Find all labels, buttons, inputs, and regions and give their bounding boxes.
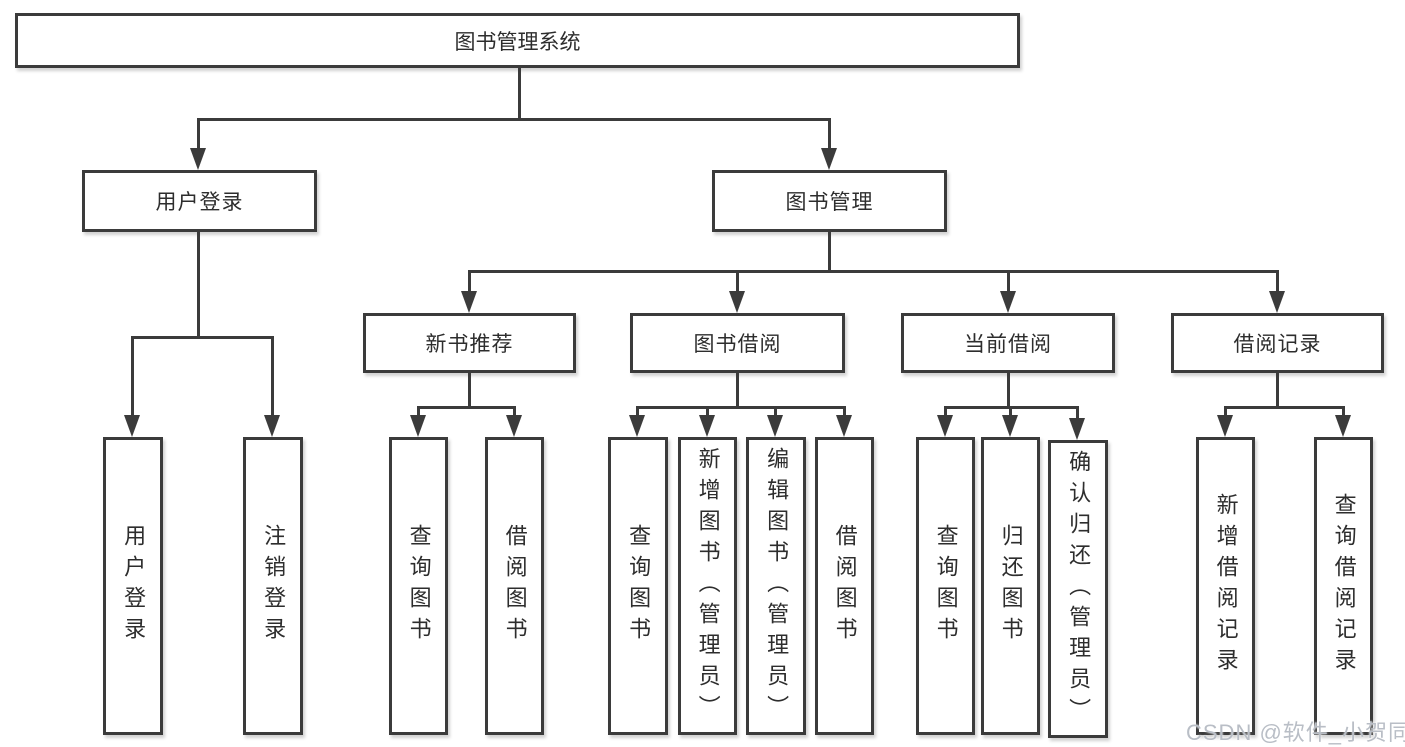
arrowhead-down [821,148,837,170]
node-label: 查询借阅记录 [1331,493,1357,679]
node-current-borrowing: 当前借阅 [901,313,1115,373]
node-label: 查询图书 [406,524,432,648]
leaf-add-book-admin: 新增图书（管理员） [678,437,737,735]
connector-line [197,232,200,336]
node-user-login: 用户登录 [82,170,317,232]
leaf-borrow-books-recommend: 借阅图书 [485,437,544,735]
connector-line [468,373,471,409]
connector-line [828,118,831,150]
connector-line [518,68,521,120]
arrowhead-down [1002,415,1018,437]
arrowhead-down [836,415,852,437]
connector-line [417,406,420,418]
leaf-edit-book-admin: 编辑图书（管理员） [746,437,806,735]
node-book-borrowing: 图书借阅 [630,313,845,373]
node-label: 编辑图书（管理员） [764,446,790,726]
connector-line [636,406,846,409]
arrowhead-down [1069,418,1085,440]
csdn-watermark: CSDN @软件_小贺同学 [1186,720,1405,745]
connector-line [1007,373,1010,409]
node-label: 图书管理 [785,191,874,214]
arrowhead-down [729,291,745,313]
connector-line [197,118,200,150]
leaf-query-books-recommend: 查询图书 [389,437,448,735]
node-new-book-recommendation: 新书推荐 [363,313,576,373]
arrowhead-down [1335,415,1351,437]
node-book-management: 图书管理 [712,170,947,232]
node-label: 新增图书（管理员） [695,446,721,726]
arrowhead-down [506,415,522,437]
connector-line [468,270,471,293]
node-label: 注销登录 [261,524,287,648]
node-label: 图书借阅 [693,333,782,356]
connector-line [1007,270,1010,293]
leaf-query-borrow-record: 查询借阅记录 [1314,437,1373,735]
node-label: 查询图书 [626,524,652,648]
node-label: 借阅图书 [832,524,858,648]
node-label: 查询图书 [933,524,959,648]
connector-line [774,406,777,418]
arrowhead-down [264,415,280,437]
connector-line [131,336,274,339]
node-label: 借阅记录 [1233,333,1322,356]
connector-line [131,336,134,416]
node-label: 新书推荐 [425,333,514,356]
node-label: 新增借阅记录 [1213,493,1239,679]
arrowhead-down [629,415,645,437]
arrowhead-down [1269,291,1285,313]
connector-line [944,406,947,418]
arrowhead-down [1217,415,1233,437]
arrowhead-down [1000,291,1016,313]
node-label: 确认归还（管理员） [1066,449,1092,729]
connector-line [843,406,846,418]
connector-line [706,406,709,418]
connector-line [736,373,739,409]
connector-line [513,406,516,418]
connector-line [417,406,516,409]
node-label: 用户登录 [155,191,244,214]
node-label: 图书管理系统 [454,30,581,54]
leaf-logout: 注销登录 [243,437,303,735]
leaf-confirm-return-admin: 确认归还（管理员） [1048,440,1108,738]
leaf-query-books-current: 查询图书 [916,437,975,735]
arrowhead-down [124,415,140,437]
connector-line [197,118,831,121]
leaf-query-books-borrowing: 查询图书 [608,437,668,735]
connector-line [468,270,1279,273]
connector-line [1276,373,1279,409]
arrowhead-down [461,291,477,313]
connector-line [1076,406,1079,418]
node-label: 归还图书 [998,524,1024,648]
node-borrowing-records: 借阅记录 [1171,313,1384,373]
connector-line [271,336,274,416]
node-library-management-system: 图书管理系统 [15,13,1020,68]
node-label: 借阅图书 [502,524,528,648]
connector-line [1009,406,1012,418]
arrowhead-down [410,415,426,437]
leaf-return-books: 归还图书 [981,437,1040,735]
node-label: 当前借阅 [964,333,1052,356]
arrowhead-down [767,415,783,437]
node-label: 用户登录 [121,524,147,648]
arrowhead-down [937,415,953,437]
connector-line [1276,270,1279,293]
leaf-add-borrow-record: 新增借阅记录 [1196,437,1255,735]
leaf-user-login: 用户登录 [103,437,163,735]
connector-line [1224,406,1344,409]
arrowhead-down [699,415,715,437]
connector-line [736,270,739,293]
connector-line [1224,406,1227,418]
arrowhead-down [190,148,206,170]
connector-line [1342,406,1345,418]
leaf-borrow-books: 借阅图书 [815,437,874,735]
connector-line [636,406,639,418]
connector-line [828,232,831,273]
